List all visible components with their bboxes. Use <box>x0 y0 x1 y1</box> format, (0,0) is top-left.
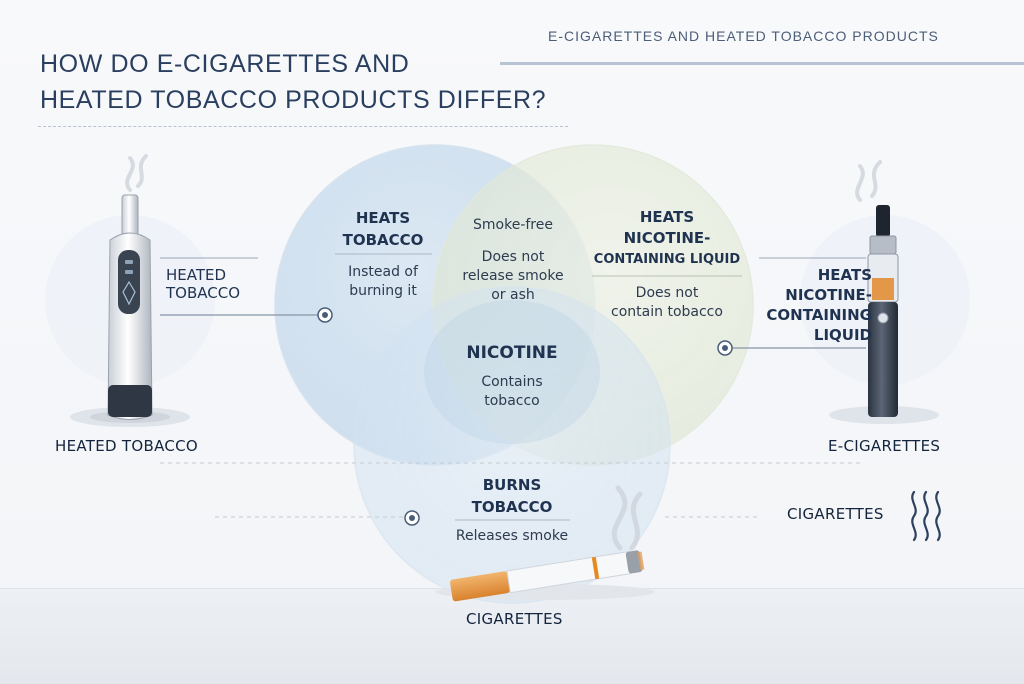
left-region-title-line1: HEATS <box>355 209 411 227</box>
center-overlap <box>424 300 600 444</box>
callout-heated-line1: HEATED <box>166 266 227 284</box>
heated-tobacco-device-icon <box>70 154 190 427</box>
caption-e-cigarettes: E-CIGARETTES <box>828 437 941 455</box>
smoke-waves-icon <box>911 490 941 542</box>
bottom-region-title-line2: TOBACCO <box>471 498 553 516</box>
e-cigarette-device-icon <box>829 160 939 424</box>
top-overlap-desc-line1: Does not <box>481 249 545 265</box>
right-region-desc-line1: Does not <box>635 285 699 301</box>
top-overlap-desc-line3: or ash <box>491 287 535 303</box>
floor-band <box>0 588 1024 684</box>
caption-heated-tobacco: HEATED TOBACCO <box>55 437 199 455</box>
left-region-desc-line1: Instead of <box>348 264 418 280</box>
center-title: NICOTINE <box>466 343 558 363</box>
top-overlap-title: Smoke-free <box>473 217 553 233</box>
left-region-desc-line2: burning it <box>349 283 417 299</box>
title-divider <box>38 126 568 127</box>
center-desc-line1: Contains <box>481 374 543 390</box>
page-title-line1: HOW DO E-CIGARETTES AND <box>40 50 410 78</box>
callout-ecig-line4: LIQUID <box>813 326 872 344</box>
callout-cigarettes: CIGARETTES <box>787 505 884 523</box>
callout-heated-line2: TOBACCO <box>166 284 241 302</box>
left-region-title-line2: TOBACCO <box>342 231 424 249</box>
right-region-title-line1: HEATS <box>639 208 695 226</box>
top-overlap-desc-line2: release smoke <box>462 268 564 284</box>
center-desc-line2: tobacco <box>484 393 540 409</box>
header-eyebrow: E-CIGARETTES AND HEATED TOBACCO PRODUCTS <box>548 28 939 44</box>
callout-ecig-line1: HEATS <box>817 266 872 284</box>
header-rule <box>500 62 1024 65</box>
callout-ecig-line3: CONTAINING <box>766 306 872 324</box>
right-region-desc-line2: contain tobacco <box>611 304 723 320</box>
caption-cigarettes: CIGARETTES <box>466 610 563 628</box>
right-region-title-line2: NICOTINE- <box>623 229 711 247</box>
cigarette-icon <box>435 485 655 602</box>
bottom-region-title-line1: BURNS <box>482 476 542 494</box>
callout-ecig-line2: NICOTINE- <box>785 286 872 304</box>
right-region-title-line3: CONTAINING LIQUID <box>593 252 741 267</box>
bottom-region-desc: Releases smoke <box>455 528 569 544</box>
circle-cigarettes <box>353 286 671 604</box>
page-title-line2: HEATED TOBACCO PRODUCTS DIFFER? <box>40 86 547 114</box>
